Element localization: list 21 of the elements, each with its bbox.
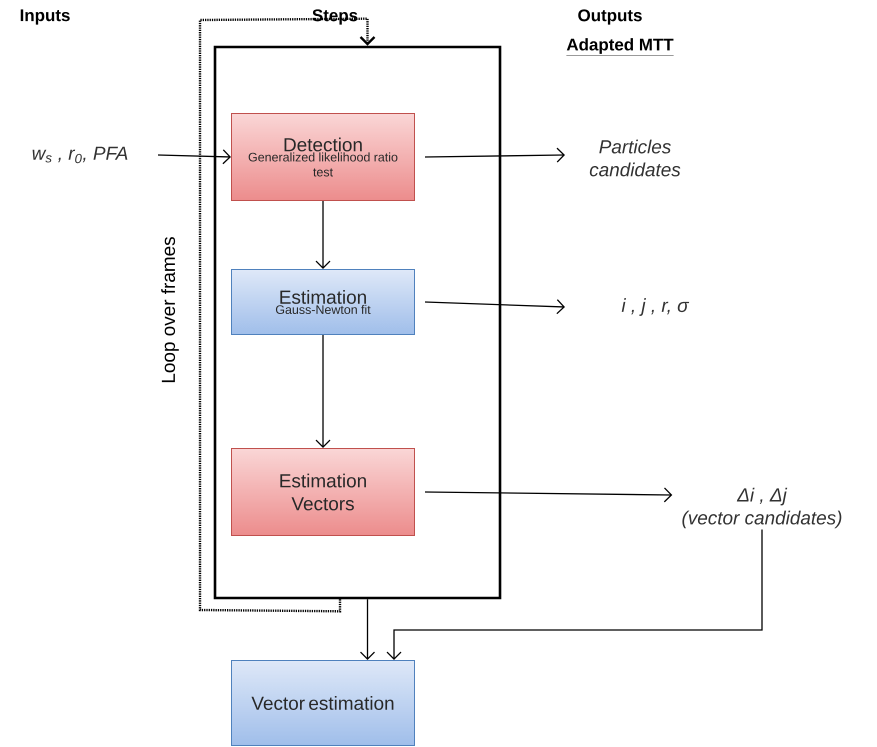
arrow bbox=[424, 299, 565, 314]
arrow bbox=[316, 335, 330, 448]
column-heading: Inputs bbox=[20, 9, 70, 25]
column-heading: Outputs bbox=[578, 9, 642, 25]
arrow bbox=[425, 148, 565, 163]
process-box: Estimation Gauss-Newton fit bbox=[231, 269, 415, 335]
frame-heading: Adapted MTT bbox=[566, 38, 674, 56]
arrow bbox=[158, 149, 232, 164]
edge-label: Loop over frames bbox=[159, 234, 181, 386]
output-text: Δi , Δj (vector candidates) bbox=[682, 488, 842, 528]
process-box: Vector estimation bbox=[231, 660, 415, 746]
output-text: Particles candidates bbox=[590, 140, 680, 176]
arrow bbox=[425, 487, 672, 502]
output-text: i , j , r, σ bbox=[622, 298, 690, 316]
arrow bbox=[386, 529, 763, 660]
arrow bbox=[360, 599, 375, 660]
input-text: w$_{s}$ , r$_{0}$, PFA bbox=[32, 146, 128, 164]
process-box: Estimation Vectors bbox=[231, 448, 415, 536]
arrow bbox=[198, 18, 376, 612]
process-box: Detection Generalized likelihood ratio test bbox=[231, 113, 415, 201]
arrow bbox=[316, 201, 330, 269]
